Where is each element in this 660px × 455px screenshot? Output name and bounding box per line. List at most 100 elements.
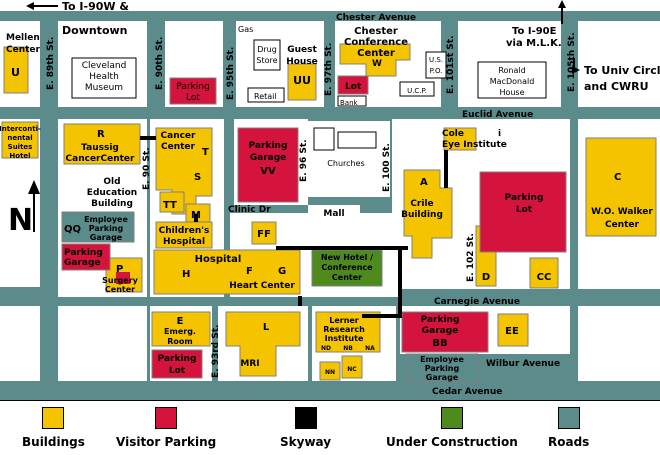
parking-lot-e: [151, 349, 203, 379]
label-c: C: [614, 172, 621, 183]
label-bb: BB: [432, 338, 447, 349]
bldg-lerner: [315, 311, 381, 353]
label-hospital: Hospital: [195, 254, 242, 265]
street-e105: E. 105th St.: [567, 32, 577, 92]
label-childrens-2: Hospital: [163, 237, 205, 247]
label-to-i90w: To I-90W &: [62, 0, 129, 13]
label-bank: Bank: [340, 99, 359, 107]
bldg-bank: [337, 95, 367, 107]
label-mall: Mall: [323, 209, 344, 219]
bldg-ucp: [399, 81, 435, 97]
label-walker-2: Center: [605, 220, 640, 230]
parking-surgery-mark: [116, 272, 130, 284]
label-univ-circle-2: and CWRU: [584, 80, 649, 93]
label-to-i90e-2: via M.L.K.: [506, 38, 562, 49]
street-chester: Chester Avenue: [336, 13, 416, 23]
label-t: T: [202, 147, 209, 158]
label-p: P: [116, 264, 123, 275]
legend-skyway-swatch: [294, 407, 317, 429]
legend-construction-label: Under Construction: [386, 435, 518, 449]
parking-garage-left: [61, 243, 111, 271]
label-newhotel-3: Center: [332, 273, 362, 282]
bldg-taussig: [63, 123, 141, 165]
label-museum-3: Museum: [85, 83, 123, 93]
label-plot-right-2: Lot: [516, 205, 533, 215]
label-empg2-2: Parking: [425, 364, 460, 373]
street-euclid: Euclid Avenue: [462, 110, 533, 120]
label-chester-1: Chester: [354, 26, 398, 37]
label-ee: EE: [505, 326, 519, 337]
label-churches: Churches: [327, 159, 364, 168]
parking-lot-small: [337, 75, 369, 95]
label-rmh-1: Ronald: [498, 66, 525, 75]
legend-parking-swatch: [155, 407, 178, 429]
bldg-usps: [425, 51, 447, 79]
label-f: F: [246, 266, 253, 277]
legend-buildings-label: Buildings: [22, 435, 85, 449]
skyways: [140, 136, 448, 318]
label-museum-2: Health: [89, 72, 119, 82]
label-parking-row1-2: Lot: [186, 93, 200, 103]
street-e90b: E. 90 St.: [142, 147, 152, 190]
bldg-church-2: [337, 131, 377, 149]
parking-lot-row1: [169, 77, 217, 105]
bldg-hospital: [153, 249, 301, 295]
top-strip: [0, 0, 660, 11]
label-ic-1: Interconti-: [0, 125, 41, 133]
label-ic-3: Suites: [8, 143, 33, 151]
map-canvas: To I-90W & Downtown To I-90E via M.L.K. …: [0, 0, 660, 397]
label-usps-1: U.S.: [429, 56, 443, 64]
bldg-retail: [247, 87, 285, 103]
label-na: NA: [365, 345, 375, 352]
exit-arrow-east: [572, 58, 580, 74]
label-ic-4: Hotel: [9, 152, 30, 160]
label-walker-1: W.O. Walker: [591, 207, 653, 217]
bldg-ee: [497, 313, 529, 347]
label-downtown: Downtown: [62, 24, 128, 37]
label-cole-1: Cole: [442, 129, 464, 139]
legend-roads: Roads: [548, 407, 589, 449]
legend-roads-swatch: [557, 407, 580, 429]
label-newhotel-1: New Hotel /: [321, 253, 373, 262]
label-cancer-2: Center: [161, 142, 196, 152]
legend-skyway-label: Skyway: [280, 435, 332, 449]
label-g: G: [278, 266, 286, 277]
bldg-chester-conf: [339, 43, 411, 77]
label-r: R: [97, 129, 105, 140]
street-cedar: Cedar Avenue: [432, 387, 502, 397]
label-parking-row1-1: Parking: [176, 82, 209, 92]
label-s: S: [194, 172, 201, 183]
label-w: W: [372, 59, 382, 69]
bldg-cc: [529, 257, 559, 289]
label-old-ed-1: Old: [103, 177, 120, 187]
label-i: i: [498, 129, 501, 139]
bldg-walker: [585, 137, 657, 237]
label-taussig-1: Taussig: [81, 143, 119, 153]
label-crile-2: Building: [401, 210, 443, 220]
label-museum-1: Cleveland: [82, 61, 127, 71]
street-clinic-dr: Clinic Dr: [228, 205, 271, 215]
parking-lot-right: [479, 171, 567, 253]
label-to-i90e-1: To I-90E: [512, 26, 557, 37]
label-surgery-1: Surgery: [102, 276, 139, 285]
bldg-ff: [251, 221, 277, 245]
street-e100: E. 100 St.: [382, 143, 392, 192]
legend-parking-label: Visitor Parking: [116, 435, 217, 449]
street-e90: E. 90th St.: [155, 37, 165, 90]
label-tt: TT: [163, 200, 177, 211]
bldg-childrens: [155, 221, 213, 249]
label-old-ed-3: Building: [91, 199, 133, 209]
label-pgl-2: Garage: [64, 258, 101, 268]
label-mri: MRI: [240, 359, 259, 369]
label-usps-2: P.O.: [430, 67, 443, 75]
label-mellen-1: Mellen: [6, 33, 40, 43]
label-guest-2: House: [286, 57, 318, 67]
label-rmh-3: House: [499, 88, 524, 97]
label-emerg-1: Emerg.: [164, 327, 196, 336]
label-d: D: [482, 272, 490, 283]
label-taussig-2: CancerCenter: [66, 154, 135, 164]
block-far-sw: [0, 306, 40, 381]
label-pgbb-2: Garage: [422, 326, 459, 336]
bldg-nn: [319, 361, 341, 381]
block-univ-circle: [578, 21, 660, 107]
